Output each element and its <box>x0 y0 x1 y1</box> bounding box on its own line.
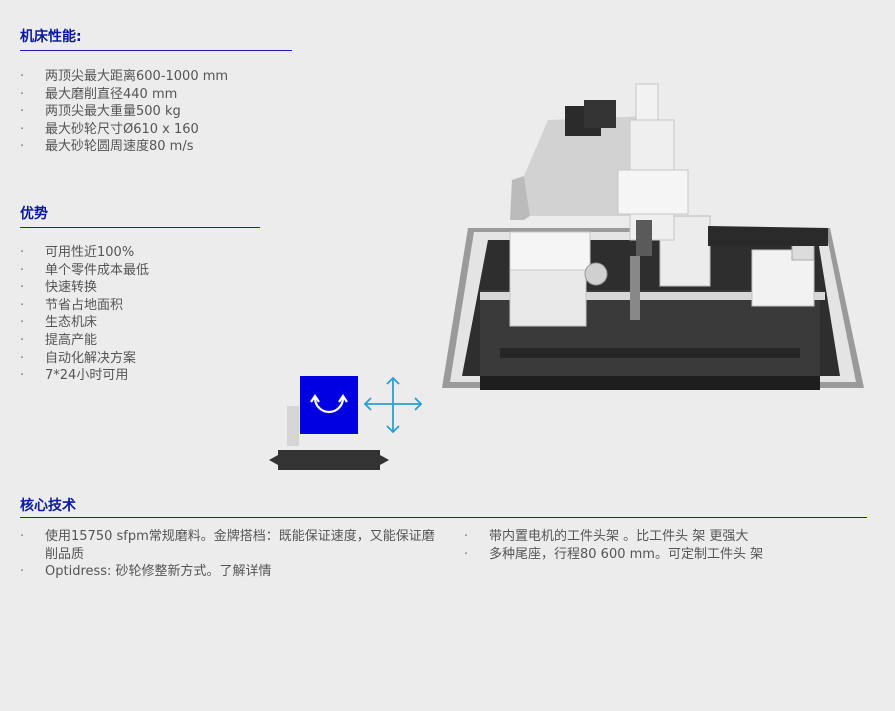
bullet-dot: · <box>20 245 25 260</box>
bullet-dot: · <box>464 529 469 544</box>
bullet-dot: · <box>20 121 25 137</box>
wheelhead-side <box>510 176 530 220</box>
list-item: ·自动化解决方案 <box>20 350 137 366</box>
section-title-performance: 机床性能: <box>20 29 82 45</box>
bullet-dot: · <box>20 564 25 580</box>
list-item: ·最大砂轮尺寸Ø610 x 160 <box>20 121 199 137</box>
list-item: ·节省占地面积 <box>20 297 124 313</box>
bullet-dot: · <box>20 69 25 84</box>
rotate-arrows-icon <box>310 394 348 414</box>
bullet-dot: · <box>20 368 25 384</box>
bullet-dot: · <box>20 315 25 331</box>
bullet-dot: · <box>20 104 25 120</box>
four-way-arrows-icon <box>363 376 423 434</box>
motion-diagram <box>269 376 423 470</box>
section-title-core: 核心技术 <box>20 498 76 514</box>
bullet-dot: · <box>20 86 25 102</box>
bullet-dot: · <box>20 297 25 313</box>
performance-list: ·两顶尖最大距离600-1000 mm ·最大磨削直径440 mm ·两顶尖最大… <box>20 68 320 156</box>
motor-cap <box>584 100 616 128</box>
list-item: ·两顶尖最大距离600-1000 mm <box>20 69 229 84</box>
dresser-top <box>635 83 659 121</box>
base-plate <box>278 450 380 470</box>
bullet-dot: · <box>20 280 25 296</box>
section-divider <box>20 517 867 518</box>
core-right-list: ·带内置电机的工件头架 。比工件头 架 更强大 ·多种尾座，行程80 600 m… <box>464 528 884 563</box>
list-item: ·最大磨削直径440 mm <box>20 86 178 102</box>
section-title-advantages: 优势 <box>20 206 48 222</box>
list-item: ·可用性近100% <box>20 245 135 260</box>
bullet-dot: · <box>20 332 25 348</box>
list-item: ·最大砂轮圆周速度80 m/s <box>20 139 194 155</box>
workhead-body <box>509 269 587 327</box>
list-item: ·7*24小时可用 <box>20 368 129 384</box>
work-spindle <box>630 256 640 320</box>
workhead-chuck <box>584 262 608 286</box>
rotate-block <box>300 376 358 434</box>
bullet-dot: · <box>20 350 25 366</box>
list-item: ·Optidress: 砂轮修整新方式。了解详情 <box>20 564 272 580</box>
back-guard <box>708 226 828 246</box>
list-item: ·生态机床 <box>20 315 98 331</box>
machine-bed-slot <box>500 348 800 358</box>
bullet-dot: · <box>20 529 25 544</box>
machine-bed-foot <box>480 376 820 390</box>
advantages-list: ·可用性近100% ·单个零件成本最低 ·快速转换 ·节省占地面积 ·生态机床 … <box>20 244 320 385</box>
right-pointer <box>380 455 389 465</box>
bullet-dot: · <box>464 546 469 562</box>
list-item: ·单个零件成本最低 <box>20 262 150 278</box>
shaft-post <box>287 406 299 446</box>
left-pointer <box>269 455 278 465</box>
list-item: ·快速转换 <box>20 280 98 296</box>
list-item: ·提高产能 <box>20 332 98 348</box>
bullet-dot: · <box>20 262 25 278</box>
section-divider <box>20 50 292 51</box>
list-item: ·带内置电机的工件头架 。比工件头 架 更强大 <box>464 529 749 544</box>
workhead-top <box>509 231 591 275</box>
machine-rail <box>480 292 825 300</box>
dresser-unit <box>617 169 689 215</box>
core-left-list: ·使用15750 sfpm常规磨料。金牌搭档：既能保证速度，又能保证磨削品质 ·… <box>20 528 440 581</box>
list-item: ·两顶尖最大重量500 kg <box>20 104 181 120</box>
grinding-machine-image <box>442 83 864 390</box>
grinding-spindle <box>636 220 652 256</box>
list-item: ·使用15750 sfpm常规磨料。金牌搭档：既能保证速度，又能保证磨削品质 <box>20 529 435 562</box>
section-divider <box>20 227 260 228</box>
list-item: ·多种尾座，行程80 600 mm。可定制工件头 架 <box>464 546 764 562</box>
bullet-dot: · <box>20 139 25 155</box>
